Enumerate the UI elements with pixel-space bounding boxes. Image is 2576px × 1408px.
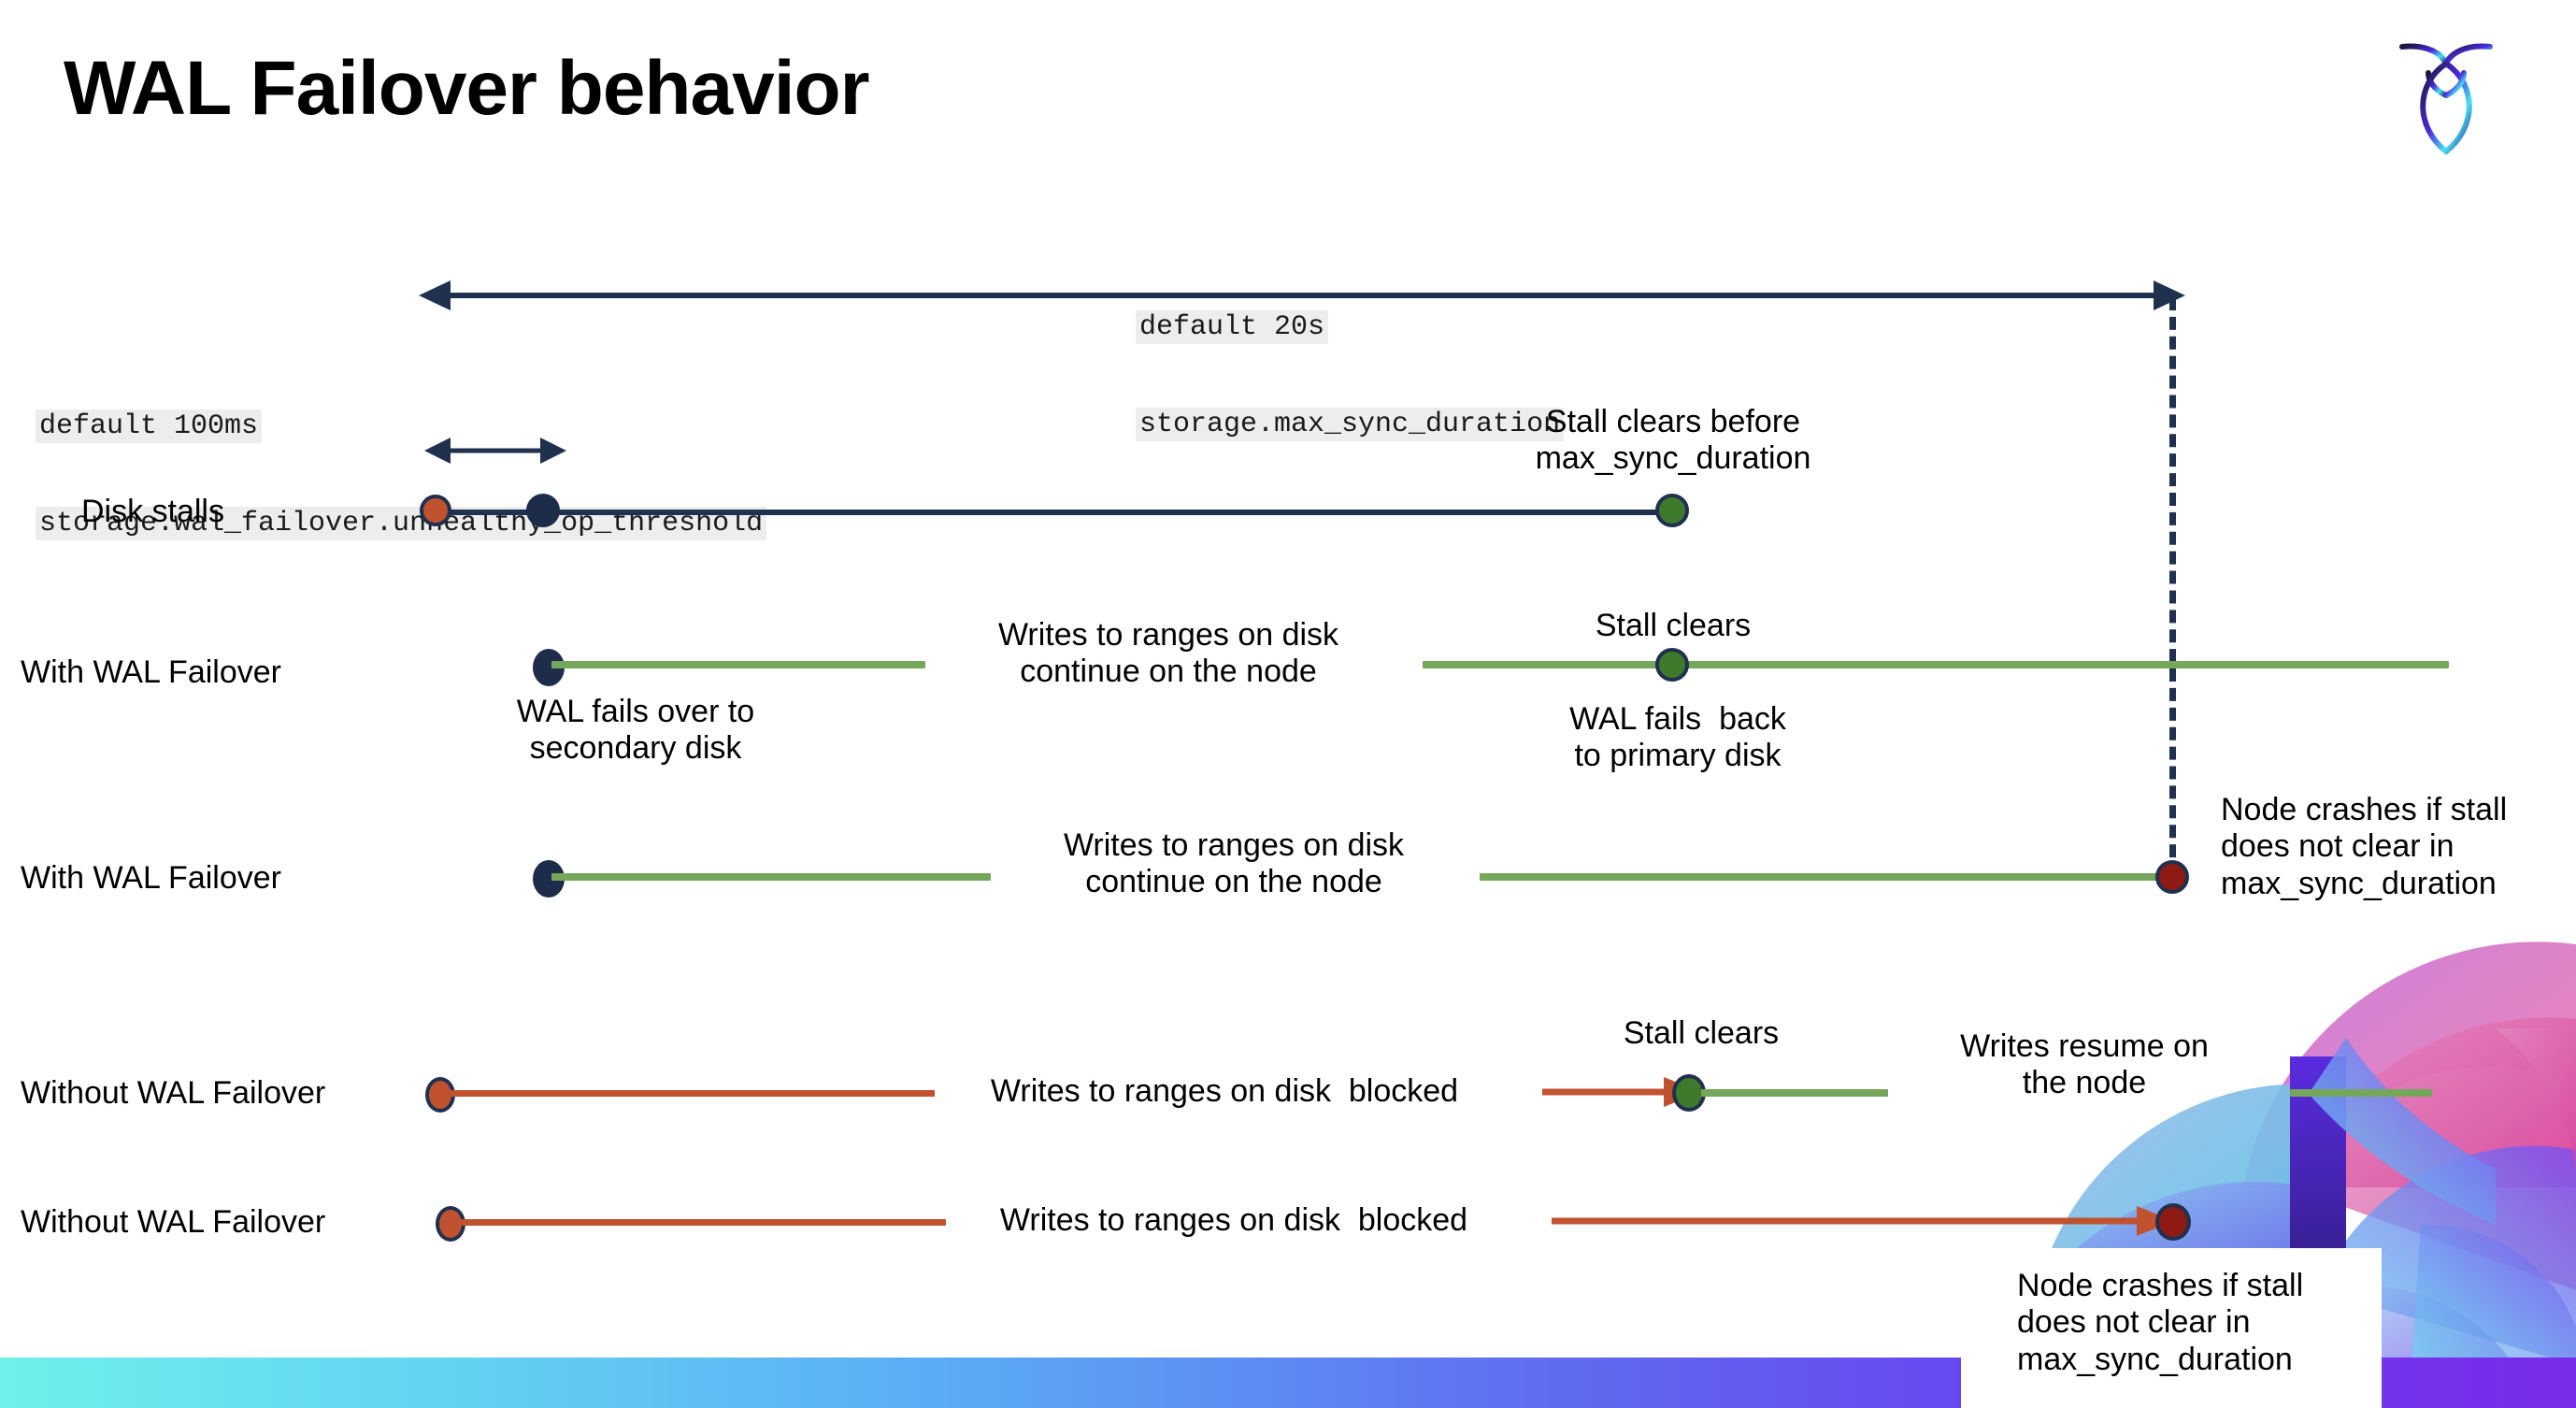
row-label-disk-stalls: Disk stalls	[80, 494, 224, 529]
without-failover-clears-blocked-segment-1	[443, 1090, 935, 1097]
without-failover-crash-blocked-segment-1	[454, 1219, 946, 1226]
with-failover-crash-note: Node crashes if stall does not clear in …	[2221, 792, 2508, 901]
without-failover-crash-blocked-arrow	[1552, 1206, 2174, 1236]
with-failover-crash-dot	[2155, 860, 2189, 894]
max-sync-name: storage.max_sync_duration	[1136, 408, 1565, 441]
with-failover-clears-segment-1	[551, 661, 925, 668]
cockroach-labs-logo-icon	[2395, 28, 2497, 159]
without-failover-clears-middle-note: Writes to ranges on disk blocked	[990, 1073, 1459, 1109]
unhealthy-op-default: default 100ms	[36, 409, 263, 443]
with-failover-clears-middle-note: Writes to ranges on disk continue on the…	[997, 617, 1339, 690]
row-label-without-failover-crash: Without WAL Failover	[21, 1204, 326, 1240]
disk-stalls-timeline	[437, 510, 1673, 515]
with-failover-crash-middle-note: Writes to ranges on disk continue on the…	[1063, 827, 1405, 900]
without-failover-clears-resume-segment	[1701, 1089, 1888, 1097]
disk-stalls-failover-dot	[526, 494, 560, 527]
without-failover-clears-clear-label: Stall clears	[1623, 1015, 1780, 1051]
page-title: WAL Failover behavior	[64, 46, 870, 131]
disk-stalls-start-dot	[420, 495, 451, 526]
with-failover-clears-start-note: WAL fails over to secondary disk	[516, 694, 755, 767]
without-failover-crash-note: Node crashes if stall does not clear in …	[2017, 1268, 2304, 1377]
row-label-with-failover-clears: With WAL Failover	[21, 654, 281, 690]
max-sync-duration-setting: default 20s storage.max_sync_duration	[1136, 254, 1622, 497]
without-failover-clears-resume-note: Writes resume on the node	[1960, 1028, 2209, 1101]
with-failover-crash-segment-1	[551, 873, 991, 881]
max-sync-default: default 20s	[1136, 310, 1329, 344]
unhealthy-op-threshold-span-arrow	[424, 438, 566, 464]
with-failover-clears-clear-dot	[1655, 648, 1689, 682]
row-label-with-failover-crash: With WAL Failover	[21, 860, 281, 896]
disk-stalls-clear-note: Stall clears before max_sync_duration	[1535, 404, 1811, 477]
without-failover-clears-resume-segment-2	[2290, 1089, 2432, 1097]
max-sync-duration-span-arrow	[419, 280, 2185, 310]
with-failover-clears-segment-2	[1423, 661, 2449, 668]
without-failover-crash-dot	[2155, 1203, 2191, 1241]
with-failover-clears-failback-note: WAL fails back to primary disk	[1569, 701, 1786, 774]
with-failover-clears-clear-label: Stall clears	[1595, 608, 1752, 643]
without-failover-crash-middle-note: Writes to ranges on disk blocked	[999, 1202, 1468, 1238]
with-failover-crash-segment-2	[1480, 873, 2173, 881]
unhealthy-op-threshold-setting: default 100ms storage.wal_failover.unhea…	[36, 353, 767, 596]
crash-callout-backdrop	[1961, 1248, 2382, 1408]
max-sync-dropline	[2169, 297, 2176, 877]
row-label-without-failover-clears: Without WAL Failover	[21, 1075, 326, 1111]
disk-stalls-clear-dot	[1655, 494, 1689, 527]
